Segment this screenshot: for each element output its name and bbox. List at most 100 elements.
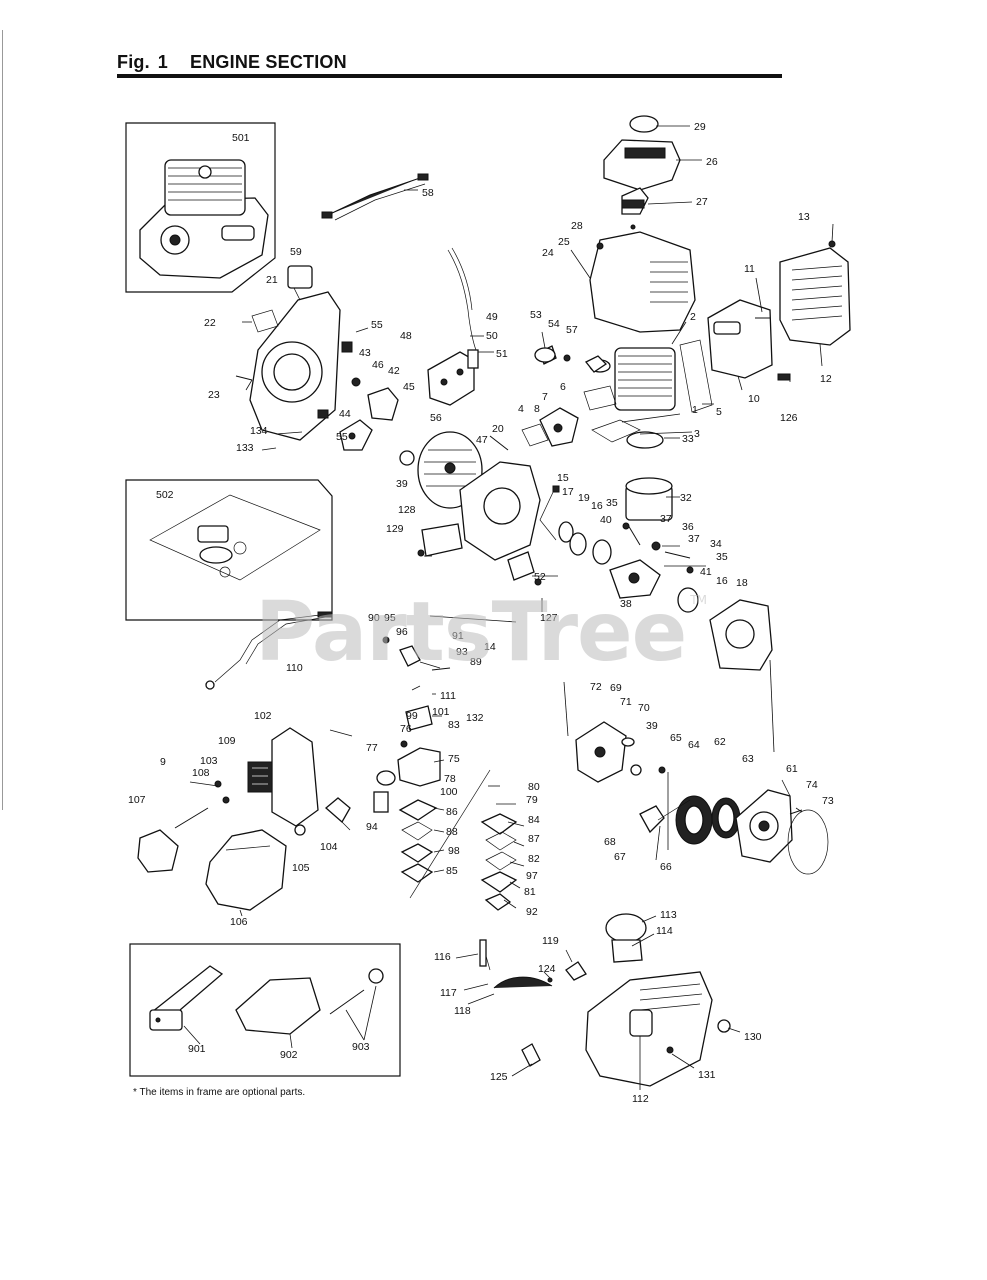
air-cleaner-case-102	[214, 727, 319, 827]
part-label: 63	[742, 753, 754, 765]
part-label: 51	[496, 348, 508, 360]
part-label: 16	[716, 575, 728, 587]
part-label: 87	[528, 833, 540, 845]
optional-parts-footnote: * The items in frame are optional parts.	[133, 1087, 306, 1098]
part-label: 903	[352, 1041, 370, 1053]
part-label: 44	[339, 408, 351, 420]
part-label: 2	[690, 311, 696, 323]
part-label: 45	[403, 381, 415, 393]
part-label: 502	[156, 489, 174, 501]
throttle-cable-110	[205, 611, 333, 690]
part-label: 12	[820, 373, 832, 385]
plug-53-57	[534, 347, 608, 373]
part-label: 9	[160, 756, 166, 768]
part-label: 75	[448, 753, 460, 765]
part-label: 14	[484, 641, 496, 653]
crankshaft-38	[609, 522, 694, 599]
part-label: 37	[660, 513, 672, 525]
page-edge-line	[2, 30, 3, 810]
part-label: 129	[386, 523, 404, 535]
part-52	[507, 551, 535, 581]
part-label: 84	[528, 814, 540, 826]
watermark-text: PartsTree	[255, 585, 687, 680]
part-label: 16	[591, 500, 603, 512]
top-cover-group	[603, 115, 681, 230]
part-label: 72	[590, 681, 602, 693]
part-label: 83	[448, 719, 460, 731]
part-label: 95	[384, 612, 396, 624]
fuel-line-49	[447, 247, 479, 369]
part-label: 42	[388, 365, 400, 377]
part-label: 88	[446, 826, 458, 838]
figure-number: 1	[157, 52, 169, 72]
part-label: 1	[692, 404, 698, 416]
part-label: 24	[542, 247, 554, 259]
screw-127	[534, 578, 542, 586]
part-label: 125	[490, 1071, 508, 1083]
part-label: 17	[562, 486, 574, 498]
part-label: 74	[806, 779, 818, 791]
parts-903	[329, 968, 384, 1015]
part-label: 77	[366, 742, 378, 754]
throttle-linkage-group	[382, 636, 451, 691]
part-label: 7	[542, 391, 548, 403]
part-label: 15	[557, 472, 569, 484]
part-label: 4	[518, 403, 524, 415]
part-label: 57	[566, 324, 578, 336]
part-label: 81	[524, 886, 536, 898]
part-label: 126	[780, 412, 798, 424]
part-label: 106	[230, 916, 248, 928]
part-label: 89	[470, 656, 482, 668]
muffler-cover-12	[779, 240, 851, 346]
part-label: 102	[254, 710, 272, 722]
part-label: 41	[700, 566, 712, 578]
part-label: 37	[688, 533, 700, 545]
part-label: 79	[526, 794, 538, 806]
cover-107	[137, 807, 209, 873]
part-label: 134	[250, 425, 268, 437]
part-label: 902	[280, 1049, 298, 1061]
reed-plate-48	[427, 351, 475, 406]
insulator-group-7	[521, 407, 579, 447]
part-label: 26	[706, 156, 718, 168]
reel-62	[675, 795, 713, 845]
part-label: 124	[538, 963, 556, 975]
part-label: 133	[236, 442, 254, 454]
part-label: 70	[638, 702, 650, 714]
part-label: 35	[606, 497, 618, 509]
crankcase-20	[459, 435, 541, 561]
crankcase-half-18	[709, 599, 773, 671]
part-label: 103	[200, 755, 218, 767]
part-label: 94	[366, 821, 378, 833]
part-label: 109	[218, 735, 236, 747]
engine-assembly-501	[139, 159, 269, 279]
cover-902	[235, 977, 321, 1035]
piston-32	[625, 431, 673, 521]
part-label: 36	[682, 521, 694, 533]
seals-17-19-16	[558, 521, 699, 613]
frame-501	[125, 122, 276, 293]
part-label: 111	[440, 690, 456, 702]
part-label: 19	[578, 492, 590, 504]
gasket-128	[421, 523, 463, 557]
screw-129	[417, 549, 425, 557]
part-label: 90	[368, 612, 380, 624]
part-label: 73	[822, 795, 834, 807]
part-label: 108	[192, 767, 210, 779]
part-label: 59	[290, 246, 302, 258]
fuel-hose-118	[479, 939, 587, 1067]
part-label: 49	[486, 311, 498, 323]
part-label: 29	[694, 121, 706, 133]
washer-65	[658, 766, 666, 774]
part-label: 104	[320, 841, 338, 853]
part-label: 127	[540, 612, 558, 624]
part-label: 13	[798, 211, 810, 223]
watermark-trademark: TM	[690, 593, 707, 607]
starter-case-61	[735, 789, 803, 863]
part-label: 18	[736, 577, 748, 589]
part-label: 35	[716, 551, 728, 563]
part-label: 10	[748, 393, 760, 405]
part-label: 68	[604, 836, 616, 848]
